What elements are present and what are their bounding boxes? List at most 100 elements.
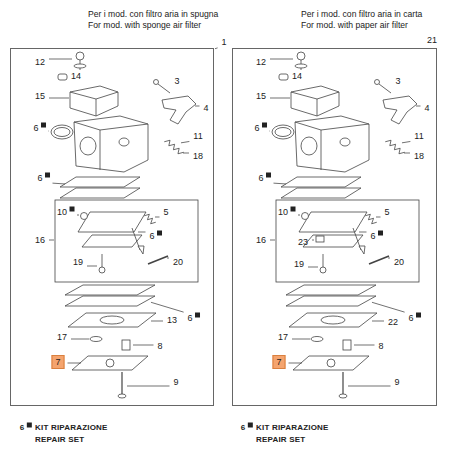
- leader-line: [359, 232, 366, 233]
- callout-number: 13: [166, 315, 178, 325]
- screw-shank: [379, 84, 391, 93]
- venturi: [301, 137, 317, 155]
- panel-heading: Per i mod. con filtro aria in spugna: [88, 9, 218, 19]
- pump-body: [78, 212, 146, 232]
- body-edge: [74, 122, 148, 170]
- pin: [369, 256, 389, 264]
- repair-kit-marker: [41, 123, 46, 128]
- kit-note: KIT RIPARAZIONE: [34, 423, 109, 433]
- leader-line: [308, 267, 318, 268]
- leader-line: [71, 339, 89, 340]
- callout-number: 3: [173, 76, 180, 86]
- small-part: [58, 74, 67, 80]
- callout-number: 6: [186, 313, 193, 323]
- leader-line: [49, 240, 54, 241]
- leader-line: [167, 258, 169, 259]
- washer: [74, 64, 86, 68]
- repair-kit-marker: [291, 207, 296, 212]
- leader-line: [127, 386, 169, 387]
- leader-line: [77, 215, 79, 216]
- callout-number: 6: [36, 173, 43, 183]
- callout-number: 4: [202, 103, 209, 113]
- kit-note: REPAIR SET: [255, 435, 306, 445]
- variant-panel: Per i mod. con filtro aria in spugnaFor …: [10, 48, 214, 406]
- screw-shank: [342, 372, 343, 394]
- pump-cover: [82, 235, 142, 247]
- leader-line: [183, 153, 189, 154]
- panel-heading: For mod. with paper air filter: [301, 20, 408, 30]
- leader-line: [133, 345, 153, 346]
- gasket-plate: [286, 285, 376, 295]
- callout-number: 8: [156, 341, 163, 351]
- cover: [291, 86, 339, 116]
- leader-line: [292, 339, 310, 340]
- callout-number: 16: [255, 235, 267, 245]
- screw-shank: [102, 254, 103, 268]
- leader-line: [87, 266, 97, 267]
- leader-line: [53, 183, 65, 185]
- callout-number: 22: [387, 317, 399, 327]
- callout-number: 17: [277, 332, 289, 342]
- callout-number: 7: [272, 355, 285, 369]
- callout-number: 15: [34, 91, 46, 101]
- diaphragm-cover: [293, 356, 369, 370]
- leader-line: [68, 363, 81, 364]
- callout-number: 3: [394, 76, 401, 86]
- o-ring: [272, 125, 294, 139]
- leader-line: [270, 240, 275, 241]
- repair-kit-marker: [378, 231, 383, 236]
- leader-line: [155, 217, 159, 218]
- cover-hole: [327, 359, 335, 367]
- leader-line: [49, 59, 72, 60]
- o-ring: [54, 128, 70, 137]
- leader-line: [348, 386, 390, 387]
- callout-number: 11: [413, 131, 424, 141]
- variant-panel: Per i mod. con filtro aria in cartaFor m…: [232, 48, 437, 406]
- kit-note: REPAIR SET: [34, 435, 85, 445]
- callout-number: 19: [72, 257, 84, 267]
- leader-line: [354, 345, 374, 346]
- leader-line: [289, 363, 302, 364]
- screw-shank: [121, 372, 122, 394]
- spring: [365, 214, 377, 224]
- cover: [70, 86, 118, 116]
- carburetor-body: [74, 116, 148, 172]
- kit-note: 6: [240, 423, 247, 433]
- leader-line: [151, 302, 184, 312]
- callout-number: 6: [257, 173, 264, 183]
- leader-line: [138, 232, 145, 233]
- diaphragm-centre: [100, 316, 124, 324]
- callout-number: 9: [172, 377, 179, 387]
- leader-line: [372, 321, 384, 322]
- lever: [383, 96, 417, 124]
- screw-shank: [323, 254, 324, 268]
- ring: [311, 337, 323, 342]
- small-part: [279, 74, 288, 80]
- body-edge: [295, 122, 369, 170]
- diaphragm: [289, 313, 377, 327]
- callout-number: 12: [255, 57, 267, 67]
- pump-cover: [303, 235, 363, 247]
- plug: [81, 213, 88, 220]
- callout-number: 20: [393, 257, 405, 267]
- repair-kit-marker: [70, 207, 75, 212]
- leader-line: [312, 240, 314, 241]
- diaphragm-centre: [321, 316, 345, 324]
- leader-line: [48, 131, 49, 132]
- callout-number: 18: [192, 151, 204, 161]
- screw-shank: [158, 84, 170, 93]
- venturi: [80, 137, 96, 155]
- callout-number: 23: [297, 237, 309, 247]
- carburetor-body: [295, 116, 369, 172]
- leader-line: [402, 141, 410, 142]
- repair-kit-marker: [248, 423, 253, 428]
- lever: [162, 96, 196, 124]
- small-part: [316, 236, 324, 242]
- gasket-plate: [286, 296, 376, 306]
- check-valve: [122, 340, 130, 350]
- leader-line: [195, 106, 199, 107]
- needle-tip: [138, 246, 144, 254]
- leader-line: [269, 131, 270, 132]
- repair-kit-marker: [157, 231, 162, 236]
